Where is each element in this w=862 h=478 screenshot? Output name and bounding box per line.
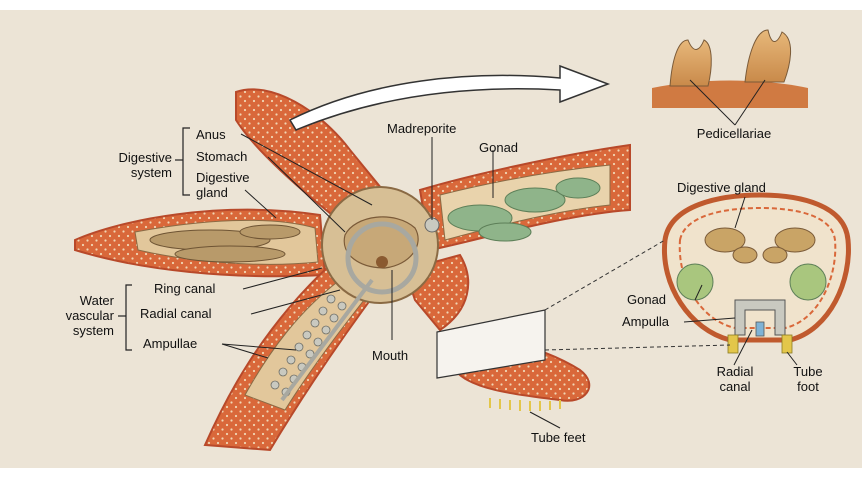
label-pedicellariae: Pedicellariae xyxy=(675,126,793,141)
label-mouth: Mouth xyxy=(372,348,408,363)
label-tube-feet: Tube feet xyxy=(531,430,585,445)
label-xs-gonad: Gonad xyxy=(627,292,666,307)
label-radial-canal: Radial canal xyxy=(140,306,212,321)
label-gonad: Gonad xyxy=(479,140,518,155)
label-xs-ampulla: Ampulla xyxy=(622,314,669,329)
mouth-opening xyxy=(376,256,388,268)
label-xs-digestive-gland: Digestive gland xyxy=(677,180,766,195)
label-digestive-system: Digestive system xyxy=(98,150,172,180)
label-ring-canal: Ring canal xyxy=(154,281,215,296)
label-madreporite: Madreporite xyxy=(387,121,456,136)
madreporite-plate xyxy=(425,218,439,232)
label-stomach: Stomach xyxy=(196,149,247,164)
label-water-vascular-system: Water vascular system xyxy=(42,293,114,338)
label-xs-radial-canal: Radial canal xyxy=(710,364,760,394)
label-xs-tube-foot: Tube foot xyxy=(788,364,828,394)
label-ampullae: Ampullae xyxy=(143,336,197,351)
label-anus: Anus xyxy=(196,127,226,142)
label-digestive-gland: Digestive gland xyxy=(196,170,249,200)
